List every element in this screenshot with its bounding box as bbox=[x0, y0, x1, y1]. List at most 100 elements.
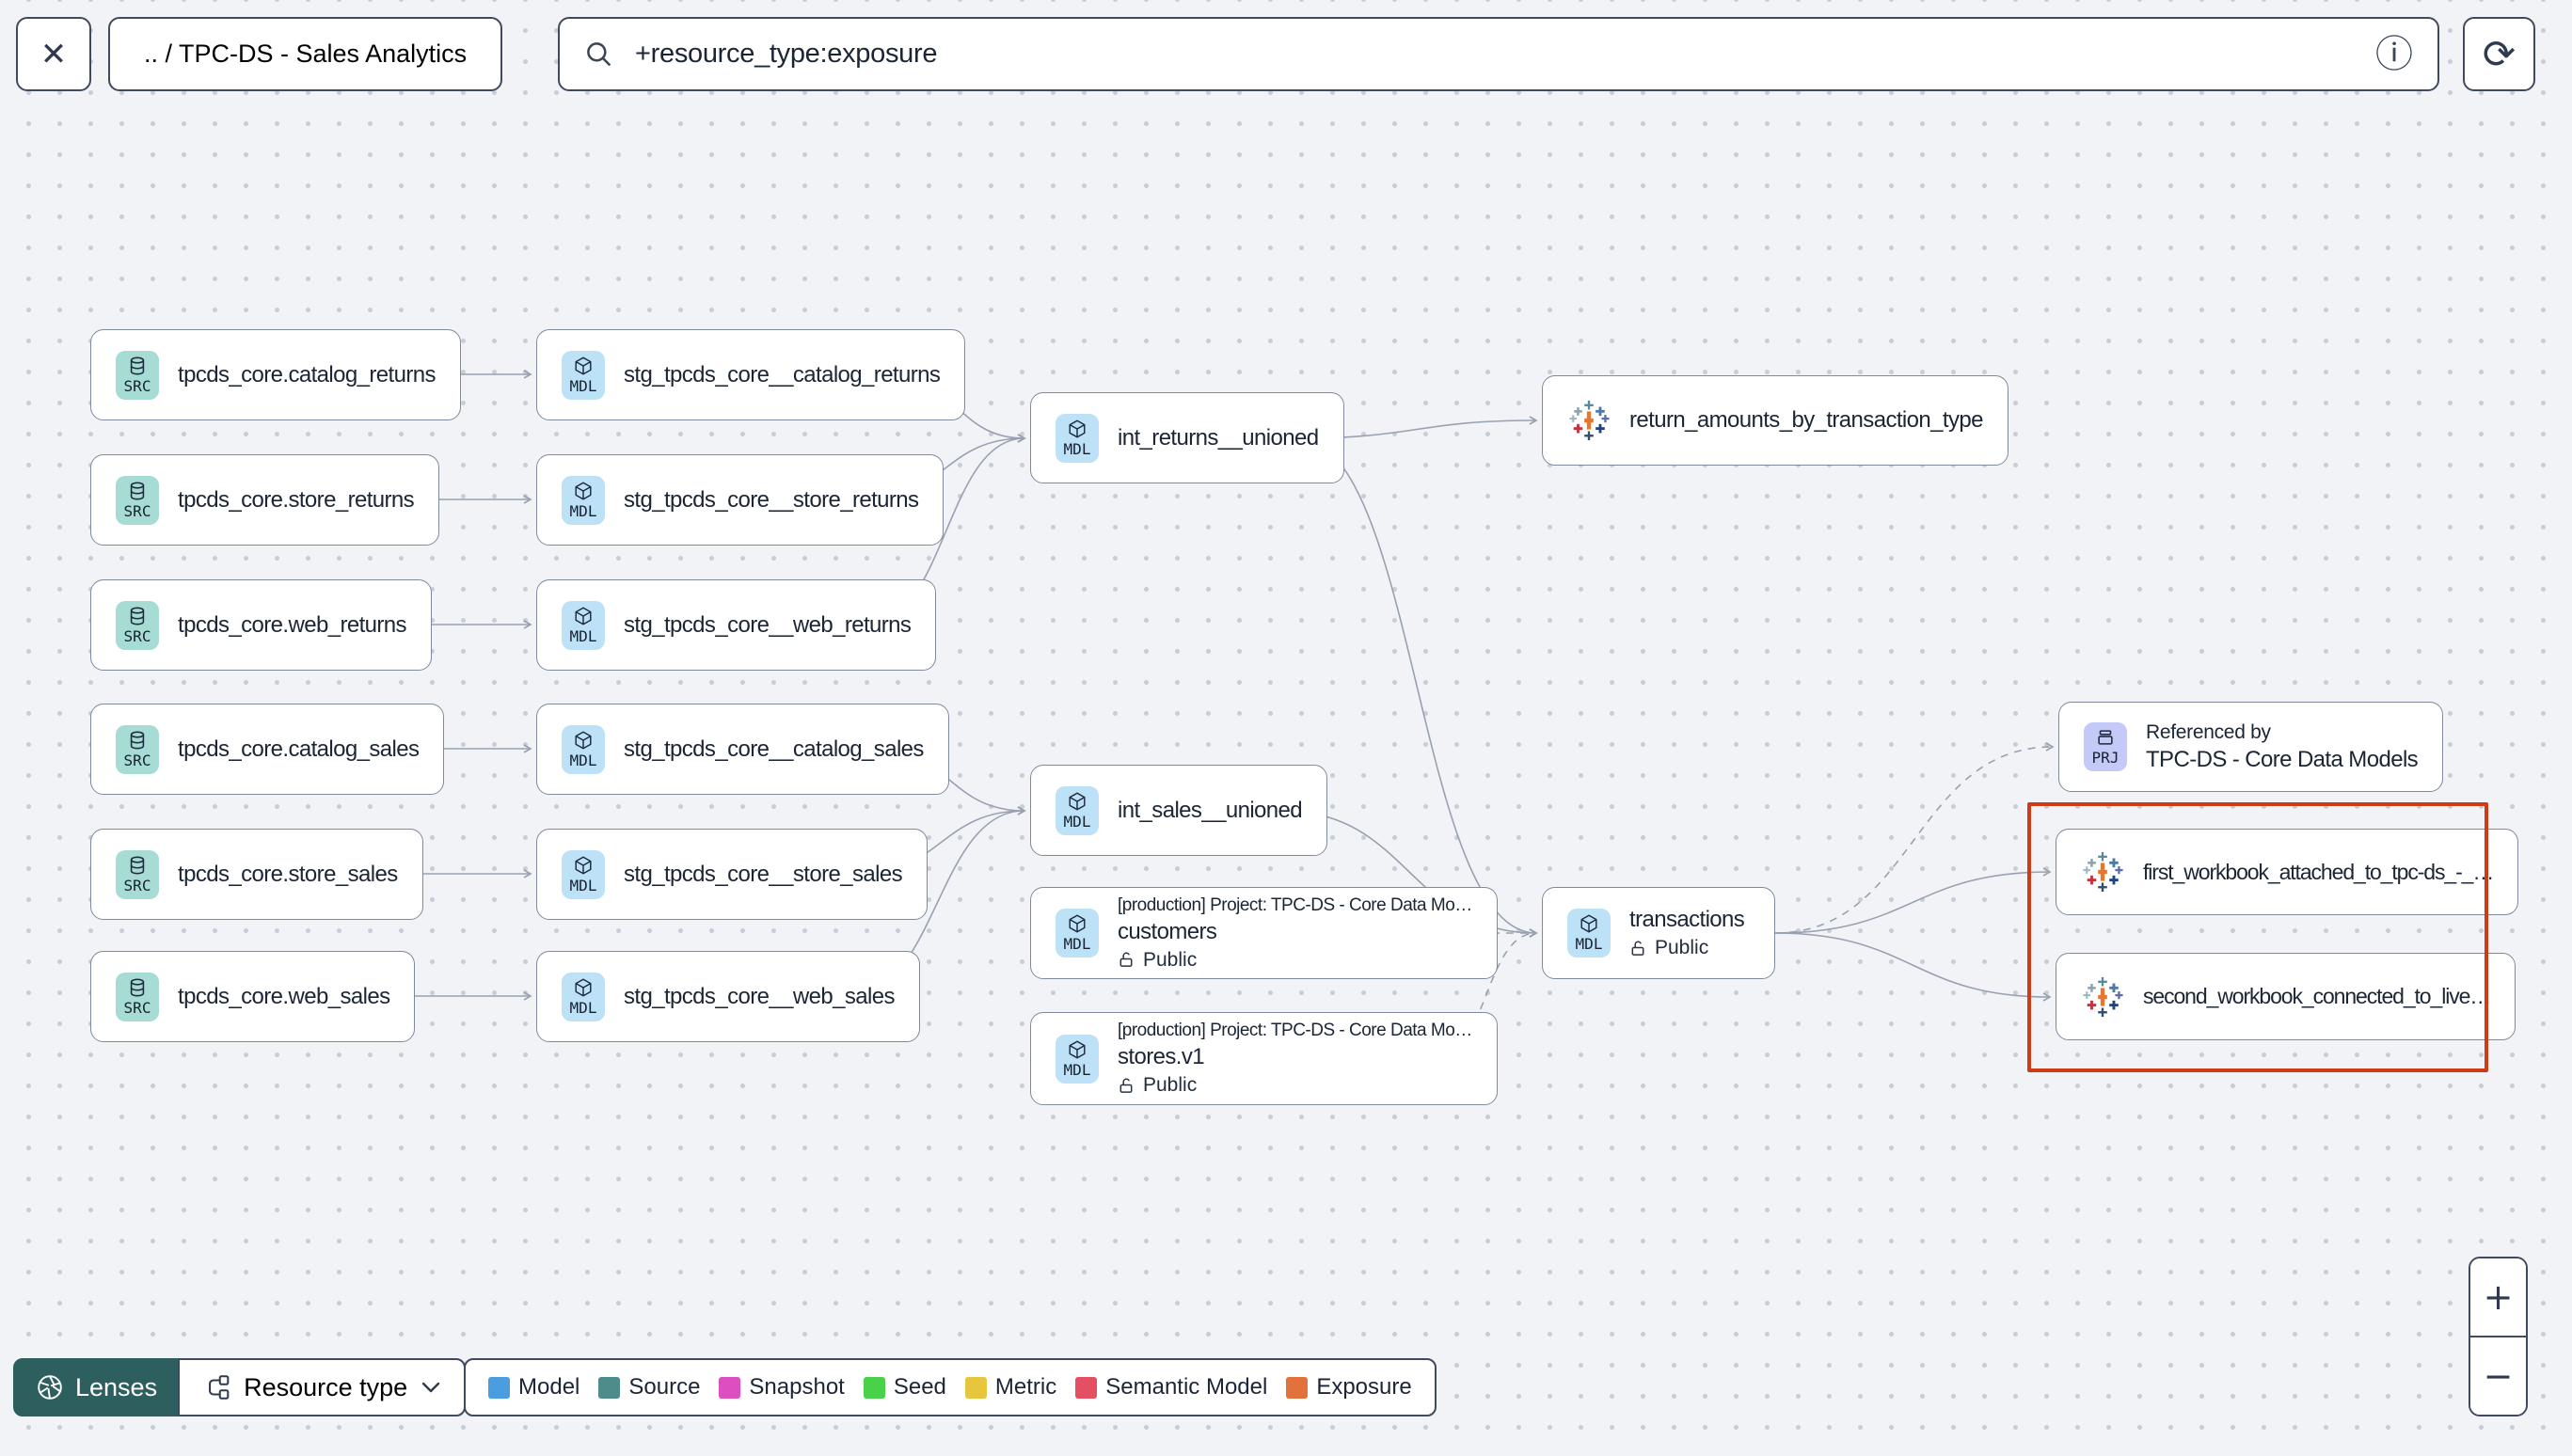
legend-color-chip bbox=[1075, 1376, 1098, 1399]
node-label: stg_tpcds_core__catalog_sales bbox=[624, 736, 924, 762]
info-icon[interactable]: ⓘ bbox=[2375, 32, 2413, 76]
cube-icon: MDL bbox=[562, 600, 605, 650]
node-label: TPC-DS - Core Data Models bbox=[2146, 746, 2419, 772]
node-label: second_workbook_connected_to_live… bbox=[2143, 984, 2491, 1008]
legend-item-metric: Metric bbox=[964, 1374, 1057, 1401]
legend-label: Source bbox=[628, 1374, 701, 1400]
node-label: first_workbook_attached_to_tpc-ds_-_… bbox=[2143, 859, 2494, 884]
node-label: stores.v1 bbox=[1118, 1044, 1205, 1069]
search-icon bbox=[587, 41, 611, 66]
unlock-icon bbox=[1118, 1077, 1135, 1095]
public-access-badge: Public bbox=[1118, 1074, 1472, 1097]
node-stg_web_returns[interactable]: MDL stg_tpcds_core__web_returns bbox=[536, 579, 937, 671]
legend-color-chip bbox=[488, 1376, 510, 1399]
node-subtitle: [production] Project: TPC-DS - Core Data… bbox=[1118, 1021, 1472, 1040]
node-stg_store_sales[interactable]: MDL stg_tpcds_core__store_sales bbox=[536, 829, 928, 920]
search-bar[interactable]: ⓘ bbox=[558, 17, 2439, 91]
archive-icon: PRJ bbox=[2084, 722, 2127, 771]
legend-color-chip bbox=[598, 1376, 621, 1399]
node-stg_store_returns[interactable]: MDL stg_tpcds_core__store_returns bbox=[536, 454, 945, 546]
database-icon: SRC bbox=[116, 350, 159, 400]
edge-int_returns-to-transactions bbox=[1296, 437, 1538, 938]
database-icon: SRC bbox=[116, 600, 159, 650]
node-label: tpcds_core.web_returns bbox=[178, 611, 407, 638]
database-icon: SRC bbox=[116, 724, 159, 774]
zoom-in-button[interactable]: + bbox=[2470, 1258, 2526, 1336]
node-label: transactions bbox=[1629, 907, 1745, 932]
database-icon: SRC bbox=[116, 475, 159, 525]
cube-icon: MDL bbox=[1056, 909, 1099, 957]
unlock-icon bbox=[1118, 951, 1135, 969]
legend-label: Metric bbox=[994, 1374, 1057, 1400]
cube-icon: MDL bbox=[562, 972, 605, 1021]
legend-color-chip bbox=[964, 1376, 987, 1399]
breadcrumb[interactable]: .. / TPC-DS - Sales Analytics bbox=[108, 17, 503, 91]
edge-transactions-to-project_ref bbox=[1774, 742, 2055, 934]
zoom-out-button[interactable]: − bbox=[2470, 1336, 2526, 1415]
node-label: stg_tpcds_core__store_sales bbox=[624, 861, 903, 887]
node-label: tpcds_core.store_returns bbox=[178, 486, 415, 513]
legend-color-chip bbox=[863, 1376, 885, 1399]
legend-label: Exposure bbox=[1316, 1374, 1412, 1400]
node-label: tpcds_core.store_sales bbox=[178, 861, 398, 887]
node-label: tpcds_core.catalog_returns bbox=[178, 361, 437, 388]
legend-item-snapshot: Snapshot bbox=[719, 1374, 845, 1401]
node-label: tpcds_core.web_sales bbox=[178, 983, 390, 1009]
node-label: stg_tpcds_core__web_returns bbox=[624, 611, 912, 638]
lens-aperture-icon bbox=[36, 1373, 64, 1401]
cube-icon: MDL bbox=[562, 849, 605, 899]
cube-icon: MDL bbox=[1056, 785, 1099, 835]
tableau-icon bbox=[2081, 850, 2124, 894]
zoom-controls[interactable]: + − bbox=[2469, 1257, 2528, 1416]
node-label: customers bbox=[1118, 918, 1217, 944]
node-src_store_returns[interactable]: SRC tpcds_core.store_returns bbox=[90, 454, 440, 546]
database-icon: SRC bbox=[116, 972, 159, 1021]
node-subtitle: Referenced by bbox=[2146, 720, 2271, 743]
close-button[interactable]: ✕ bbox=[16, 17, 91, 91]
cube-icon: MDL bbox=[562, 350, 605, 400]
cube-icon: MDL bbox=[1056, 1034, 1099, 1084]
legend-label: Semantic Model bbox=[1105, 1374, 1268, 1400]
node-src_web_returns[interactable]: SRC tpcds_core.web_returns bbox=[90, 579, 432, 671]
legend-label: Model bbox=[518, 1374, 580, 1400]
node-stores_v1[interactable]: MDL [production] Project: TPC-DS - Core D… bbox=[1030, 1012, 1498, 1105]
resource-type-dropdown[interactable]: Resource type bbox=[178, 1358, 467, 1416]
tableau-icon bbox=[1567, 399, 1611, 442]
node-exp_return_amounts[interactable]: return_amounts_by_transaction_type bbox=[1542, 375, 2008, 466]
node-project_ref[interactable]: PRJ Referenced by TPC-DS - Core Data Model… bbox=[2058, 702, 2444, 792]
public-access-badge: Public bbox=[1118, 949, 1472, 972]
node-src_web_sales[interactable]: SRC tpcds_core.web_sales bbox=[90, 951, 416, 1042]
search-input[interactable] bbox=[633, 38, 2357, 71]
lenses-label: Lenses bbox=[75, 1372, 158, 1401]
node-customers[interactable]: MDL[production] Project: TPC-DS - Core D… bbox=[1030, 887, 1498, 979]
legend-color-chip bbox=[719, 1376, 741, 1399]
node-exp_second_workbook[interactable]: second_workbook_connected_to_live… bbox=[2056, 953, 2516, 1040]
edge-transactions-to-exp_second_workbook bbox=[1774, 932, 2052, 1002]
legend-label: Seed bbox=[893, 1374, 946, 1400]
legend: Model Source Snapshot Seed Metric Semantic Mo… bbox=[464, 1358, 1437, 1416]
node-exp_first_workbook[interactable]: first_workbook_attached_to_tpc-ds_-_… bbox=[2056, 829, 2519, 915]
legend-item-exposure: Exposure bbox=[1286, 1374, 1412, 1401]
node-label: stg_tpcds_core__store_returns bbox=[624, 486, 919, 513]
cube-icon: MDL bbox=[562, 475, 605, 525]
node-src_catalog_sales[interactable]: SRC tpcds_core.catalog_sales bbox=[90, 704, 445, 795]
legend-color-chip bbox=[1286, 1376, 1309, 1399]
node-src_catalog_returns[interactable]: SRC tpcds_core.catalog_returns bbox=[90, 329, 461, 420]
cube-icon: MDL bbox=[1056, 413, 1099, 463]
unlock-icon bbox=[1629, 940, 1647, 957]
refresh-button[interactable]: ⟳ bbox=[2463, 17, 2535, 91]
edge-transactions-to-exp_first_workbook bbox=[1774, 867, 2052, 934]
tableau-icon bbox=[2081, 975, 2124, 1019]
lenses-button[interactable]: Lenses bbox=[13, 1358, 181, 1416]
legend-item-model: Model bbox=[488, 1374, 579, 1401]
legend-item-source: Source bbox=[598, 1374, 700, 1401]
node-label: tpcds_core.catalog_sales bbox=[178, 736, 420, 762]
